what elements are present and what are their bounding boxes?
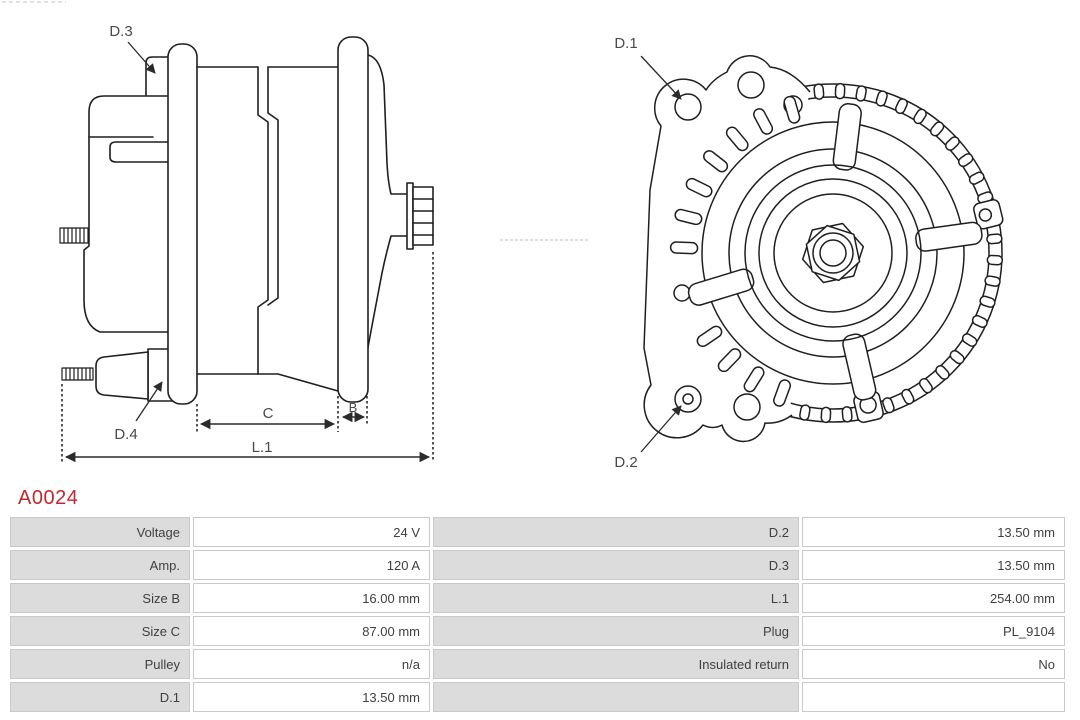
spec-label-cell: Size C <box>10 616 190 646</box>
spec-label-cell: D.2 <box>433 517 799 547</box>
dim-label-c: C <box>263 405 274 422</box>
spec-label-cell: Plug <box>433 616 799 646</box>
spec-value-cell <box>802 682 1065 712</box>
spec-label-cell: Amp. <box>10 550 190 580</box>
front-view-leaders <box>640 55 682 453</box>
spec-value-cell: 87.00 mm <box>193 616 430 646</box>
spec-value-cell: PL_9104 <box>802 616 1065 646</box>
spec-label-cell: D.1 <box>10 682 190 712</box>
spec-value-cell: 120 A <box>193 550 430 580</box>
spec-label-cell: Voltage <box>10 517 190 547</box>
dim-label-d2: D.2 <box>614 454 637 471</box>
dim-label-l1: L.1 <box>252 439 273 456</box>
dim-label-d3: D.3 <box>109 23 132 40</box>
spec-label-cell: Size B <box>10 583 190 613</box>
spec-value-cell: 13.50 mm <box>193 682 430 712</box>
spec-value-cell: 13.50 mm <box>802 550 1065 580</box>
spec-value-cell: 16.00 mm <box>193 583 430 613</box>
dim-label-d1: D.1 <box>614 35 637 52</box>
technical-drawings: D.3 D.4 C B L.1 D.1 D.2 <box>2 1 1004 471</box>
spec-label-cell: D.3 <box>433 550 799 580</box>
dimension-lines <box>61 41 434 463</box>
dim-label-d4: D.4 <box>114 426 137 443</box>
spec-value-cell: 13.50 mm <box>802 517 1065 547</box>
spec-table: Voltage 24 V D.2 13.50 mm Amp. 120 A D.3… <box>10 517 1080 712</box>
spec-label-cell: Pulley <box>10 649 190 679</box>
spec-value-cell: n/a <box>193 649 430 679</box>
spec-label-cell <box>433 682 799 712</box>
spec-value-cell: 254.00 mm <box>802 583 1065 613</box>
front-view-drawing <box>643 55 1004 443</box>
dim-label-b: B <box>349 400 358 415</box>
alternator-diagram: D.3 D.4 C B L.1 D.1 D.2 <box>2 1 1004 471</box>
spec-value-cell: No <box>802 649 1065 679</box>
spec-label-cell: Insulated return <box>433 649 799 679</box>
spec-value-cell: 24 V <box>193 517 430 547</box>
part-number: A0024 <box>18 487 79 509</box>
side-view-drawing <box>59 36 434 405</box>
spec-label-cell: L.1 <box>433 583 799 613</box>
